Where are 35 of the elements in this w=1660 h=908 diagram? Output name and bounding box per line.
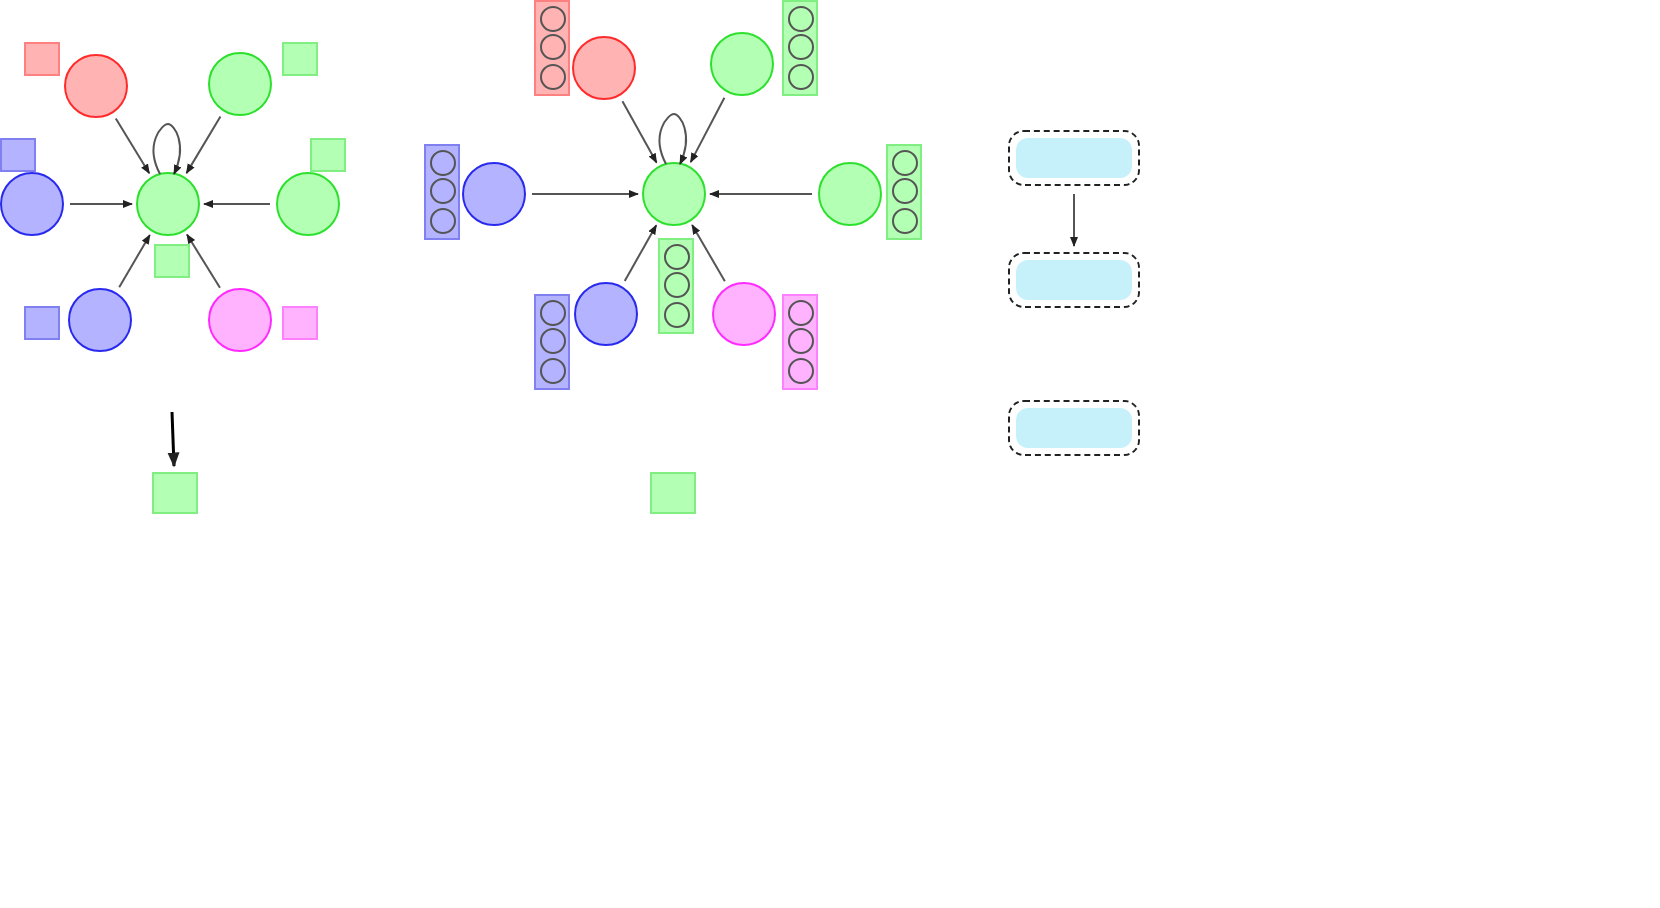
arrow <box>118 234 151 289</box>
square-node <box>24 306 60 340</box>
square-node <box>650 472 696 514</box>
circle-stack <box>534 294 570 390</box>
arrow <box>689 96 726 164</box>
square-node <box>282 42 318 76</box>
dashed-rounded-box <box>1008 400 1140 456</box>
arrow <box>531 190 639 198</box>
square-node <box>152 472 198 514</box>
circle-stack <box>424 144 460 240</box>
arrow <box>658 113 688 165</box>
arrow <box>186 233 221 289</box>
square-node <box>282 306 318 340</box>
arrow <box>203 200 271 208</box>
circle-stack <box>534 0 570 96</box>
arrow <box>114 117 151 175</box>
arrow <box>621 100 658 164</box>
arrow <box>152 123 182 175</box>
arrow <box>1070 193 1078 247</box>
arrow <box>69 200 133 208</box>
square-node <box>24 42 60 76</box>
square-node <box>154 244 190 278</box>
circle-stack <box>782 294 818 390</box>
arrow <box>691 224 726 283</box>
arrow <box>623 224 658 282</box>
dashed-rounded-box <box>1008 130 1140 186</box>
circle-stack <box>886 144 922 240</box>
arrow <box>167 411 180 468</box>
square-node <box>310 138 346 172</box>
square-node <box>0 138 36 172</box>
arrow <box>185 115 222 175</box>
circle-stack <box>658 238 694 334</box>
arrow <box>709 190 813 198</box>
circle-stack <box>782 0 818 96</box>
dashed-rounded-box <box>1008 252 1140 308</box>
